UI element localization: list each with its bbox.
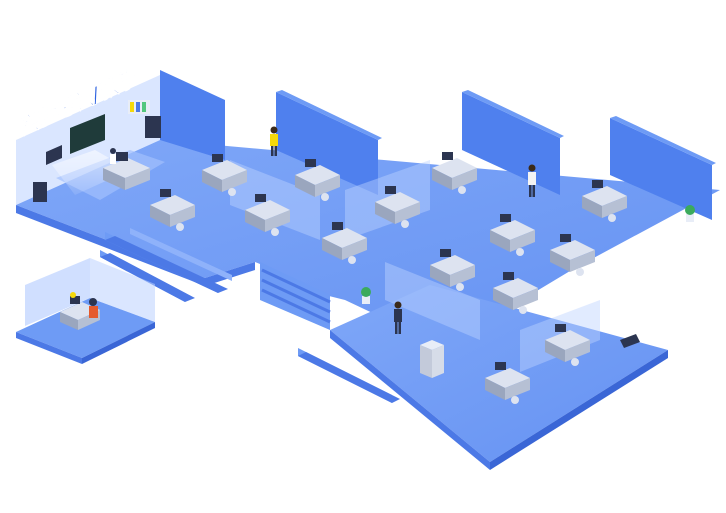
stool-icon [176,223,184,231]
small-room-desk-icon [60,292,100,330]
bookshelf-icon [128,100,150,114]
monitor-icon [592,180,603,188]
stairs [260,262,331,330]
step-strips [100,228,232,302]
plant-icon [685,205,695,222]
lower-floor [298,285,668,470]
stool-icon [516,248,524,256]
monitor-icon [385,186,396,194]
lab-desk-icon [375,186,420,228]
stool-icon [511,396,519,404]
monitor-icon [212,154,223,162]
camera-icon [620,334,640,348]
stool-icon [271,228,279,236]
stool-icon [608,214,616,222]
people [270,126,536,334]
lab-desk-icon [150,189,195,231]
monitor-icon [160,189,171,197]
monitor-icon [305,159,316,167]
monitor-icon [332,222,343,230]
lab-desks [150,152,627,404]
monitor-icon [495,362,506,370]
speaker-icon [33,182,47,202]
lab-desk-icon [103,152,150,190]
lab-desk-icon [493,272,538,314]
stool-icon [228,188,236,196]
lab-desk-icon [202,154,247,196]
monitor-icon [442,152,453,160]
lab-desk-icon [490,214,535,256]
monitor-icon [500,214,511,222]
plant-icon [361,287,371,304]
teacher-area [33,100,161,202]
monitor-icon [555,324,566,332]
blackboard-icon [70,114,105,154]
teacher-figure-icon [528,164,536,197]
stool-icon [519,306,527,314]
lab-desk-icon [432,152,477,194]
stool-icon [456,283,464,291]
lab-desk-icon [245,194,290,236]
server-cabinet-icon [420,340,444,378]
stool-icon [348,256,356,264]
monitor-icon [440,249,451,257]
teacher-figure-icon [394,301,402,334]
teacher-figure-icon [270,126,278,156]
stool-icon [458,186,466,194]
lab-desk-icon [582,180,627,222]
speaker-icon [145,116,161,138]
stool-icon [321,193,329,201]
small-room [16,258,155,364]
lab-desk-icon [485,362,530,404]
lab-desk-icon [430,249,475,291]
projector-icon [46,145,62,165]
monitor-icon [116,152,128,161]
stool-icon [571,358,579,366]
monitor-icon [560,234,571,242]
lab-desk-icon [295,159,340,201]
monitor-icon [503,272,514,280]
lab-desk-icon [545,324,590,366]
stool-icon [576,268,584,276]
stool-icon [401,220,409,228]
monitor-icon [255,194,266,202]
teacher-figure-icon [110,148,116,164]
lab-desk-icon [550,234,595,276]
props [361,205,695,378]
lab-desk-icon [322,222,367,264]
